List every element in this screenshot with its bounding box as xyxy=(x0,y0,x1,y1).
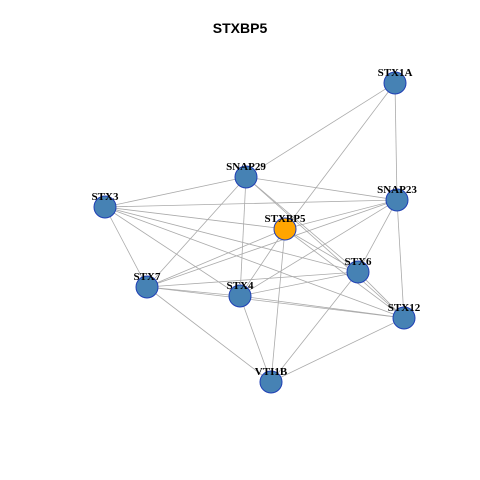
node-layer xyxy=(93,71,416,394)
edge-stx3-stx7 xyxy=(104,206,148,288)
edge-stx1a-snap29 xyxy=(245,82,396,178)
edge-layer xyxy=(104,82,405,383)
edge-stxbp5-stx6 xyxy=(284,228,359,273)
edge-stx1a-stxbp5 xyxy=(284,82,396,230)
node-vti1b[interactable] xyxy=(259,370,283,394)
edge-stx4-stx12 xyxy=(239,295,405,319)
node-stx3[interactable] xyxy=(93,195,117,219)
node-label-stx12: STX12 xyxy=(388,302,421,314)
edge-stxbp5-stx12 xyxy=(284,228,405,319)
label-layer: STX1A SNAP29SNAP23STX3STXBP5STX6STX7STX4S… xyxy=(92,67,421,378)
edge-stx4-stx6 xyxy=(239,271,359,297)
edge-snap23-stx4 xyxy=(239,199,398,297)
node-label-snap29: SNAP29 xyxy=(226,161,266,173)
edge-snap29-stx7 xyxy=(146,176,247,288)
node-stx7[interactable] xyxy=(135,275,159,299)
node-label-stx1a: STX1A xyxy=(378,67,413,79)
edge-stx4-vti1b xyxy=(239,295,272,383)
node-label-snap23: SNAP23 xyxy=(377,184,417,196)
edge-stx6-vti1b xyxy=(270,271,359,383)
edge-snap23-stx6 xyxy=(357,199,398,273)
node-stxbp5[interactable] xyxy=(273,217,297,241)
node-label-stx4: STX4 xyxy=(227,280,254,292)
node-stx4[interactable] xyxy=(228,284,252,308)
edge-snap29-stx4 xyxy=(239,176,247,297)
edge-stx3-stxbp5 xyxy=(104,206,286,230)
node-snap29[interactable] xyxy=(234,165,258,189)
edge-stxbp5-vti1b xyxy=(270,228,286,383)
edge-snap29-stx3 xyxy=(104,176,247,208)
edge-stx7-stx6 xyxy=(146,271,359,288)
node-label-stxbp5: STXBP5 xyxy=(265,213,306,225)
edge-stx3-stx12 xyxy=(104,206,405,319)
edge-stx1a-snap23 xyxy=(394,82,398,201)
edge-snap23-stx7 xyxy=(146,199,398,288)
node-snap23[interactable] xyxy=(385,188,409,212)
edge-stxbp5-stx7 xyxy=(146,228,286,288)
edge-stx3-snap23 xyxy=(104,199,398,208)
edge-stx7-stx12 xyxy=(146,286,405,319)
node-stx6[interactable] xyxy=(346,260,370,284)
edge-stx3-stx4 xyxy=(104,206,241,297)
edge-snap23-stx12 xyxy=(396,199,405,319)
node-stx1a[interactable] xyxy=(383,71,407,95)
node-label-stx7: STX7 xyxy=(134,271,161,283)
graph-title: STXBP5 xyxy=(212,20,268,36)
edge-snap29-stx12 xyxy=(245,176,405,319)
edge-snap23-stxbp5 xyxy=(284,199,398,230)
edge-stxbp5-stx4 xyxy=(239,228,286,297)
edge-stx12-vti1b xyxy=(270,317,405,383)
node-label-stx6: STX6 xyxy=(345,256,372,268)
node-label-stx3: STX3 xyxy=(92,191,119,203)
edge-stx3-stx6 xyxy=(104,206,359,273)
edge-snap29-snap23 xyxy=(245,176,398,201)
node-label-vti1b: VTI1B xyxy=(255,366,288,378)
edge-stx7-vti1b xyxy=(146,286,272,383)
node-stx12[interactable] xyxy=(392,306,416,330)
